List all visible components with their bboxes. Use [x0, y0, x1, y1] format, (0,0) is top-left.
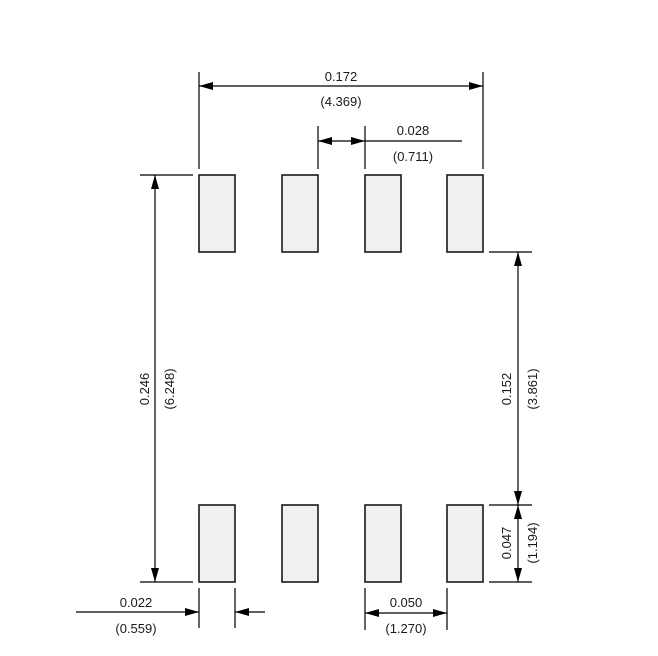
arrowhead: [151, 175, 159, 189]
pad-length-mm-label: (1.194): [525, 522, 540, 563]
inner-gap-inch-label: 0.152: [499, 373, 514, 406]
arrowhead: [514, 505, 522, 519]
arrowhead: [433, 609, 447, 617]
arrowhead: [235, 608, 249, 616]
overall-height-inch-label: 0.246: [137, 373, 152, 406]
arrowhead: [151, 568, 159, 582]
arrowhead: [365, 609, 379, 617]
arrowhead: [199, 82, 213, 90]
overall-height-mm-label: (6.248): [162, 368, 177, 409]
dim-inner-gap: 0.152 (3.861): [489, 251, 540, 506]
arrowhead: [514, 252, 522, 266]
pad-top-1: [198, 174, 236, 253]
overall-width-inch-label: 0.172: [325, 69, 358, 84]
pad-bottom-1: [198, 504, 236, 583]
pad-width-mm-label: (0.559): [115, 621, 156, 636]
pad-bottom-3: [364, 504, 402, 583]
dim-overall-width: 0.172 (4.369): [198, 69, 484, 169]
pad-pitch-mm-label: (1.270): [385, 621, 426, 636]
pad-pitch-inch-label: 0.050: [390, 595, 423, 610]
dim-pad-width: 0.022 (0.559): [76, 588, 265, 636]
overall-width-mm-label: (4.369): [320, 94, 361, 109]
arrowhead: [469, 82, 483, 90]
dim-pad-length: 0.047 (1.194): [489, 505, 540, 583]
pad-top-4: [446, 174, 484, 253]
dim-pad-pitch: 0.050 (1.270): [364, 588, 448, 636]
arrowhead: [351, 137, 365, 145]
pad-width-inch-label: 0.022: [120, 595, 153, 610]
arrowhead: [185, 608, 199, 616]
top-pad-row: [198, 174, 484, 253]
pad-gap-mm-label: (0.711): [393, 149, 433, 164]
arrowhead: [514, 568, 522, 582]
pad-bottom-4: [446, 504, 484, 583]
pad-top-2: [281, 174, 319, 253]
pad-length-inch-label: 0.047: [499, 527, 514, 560]
pad-bottom-2: [281, 504, 319, 583]
dim-pad-gap: 0.028 (0.711): [317, 123, 462, 169]
arrowhead: [318, 137, 332, 145]
bottom-pad-row: [198, 504, 484, 583]
pad-top-3: [364, 174, 402, 253]
inner-gap-mm-label: (3.861): [525, 368, 540, 409]
arrowhead: [514, 491, 522, 505]
dim-overall-height: 0.246 (6.248): [137, 174, 193, 583]
pad-gap-inch-label: 0.028: [397, 123, 430, 138]
